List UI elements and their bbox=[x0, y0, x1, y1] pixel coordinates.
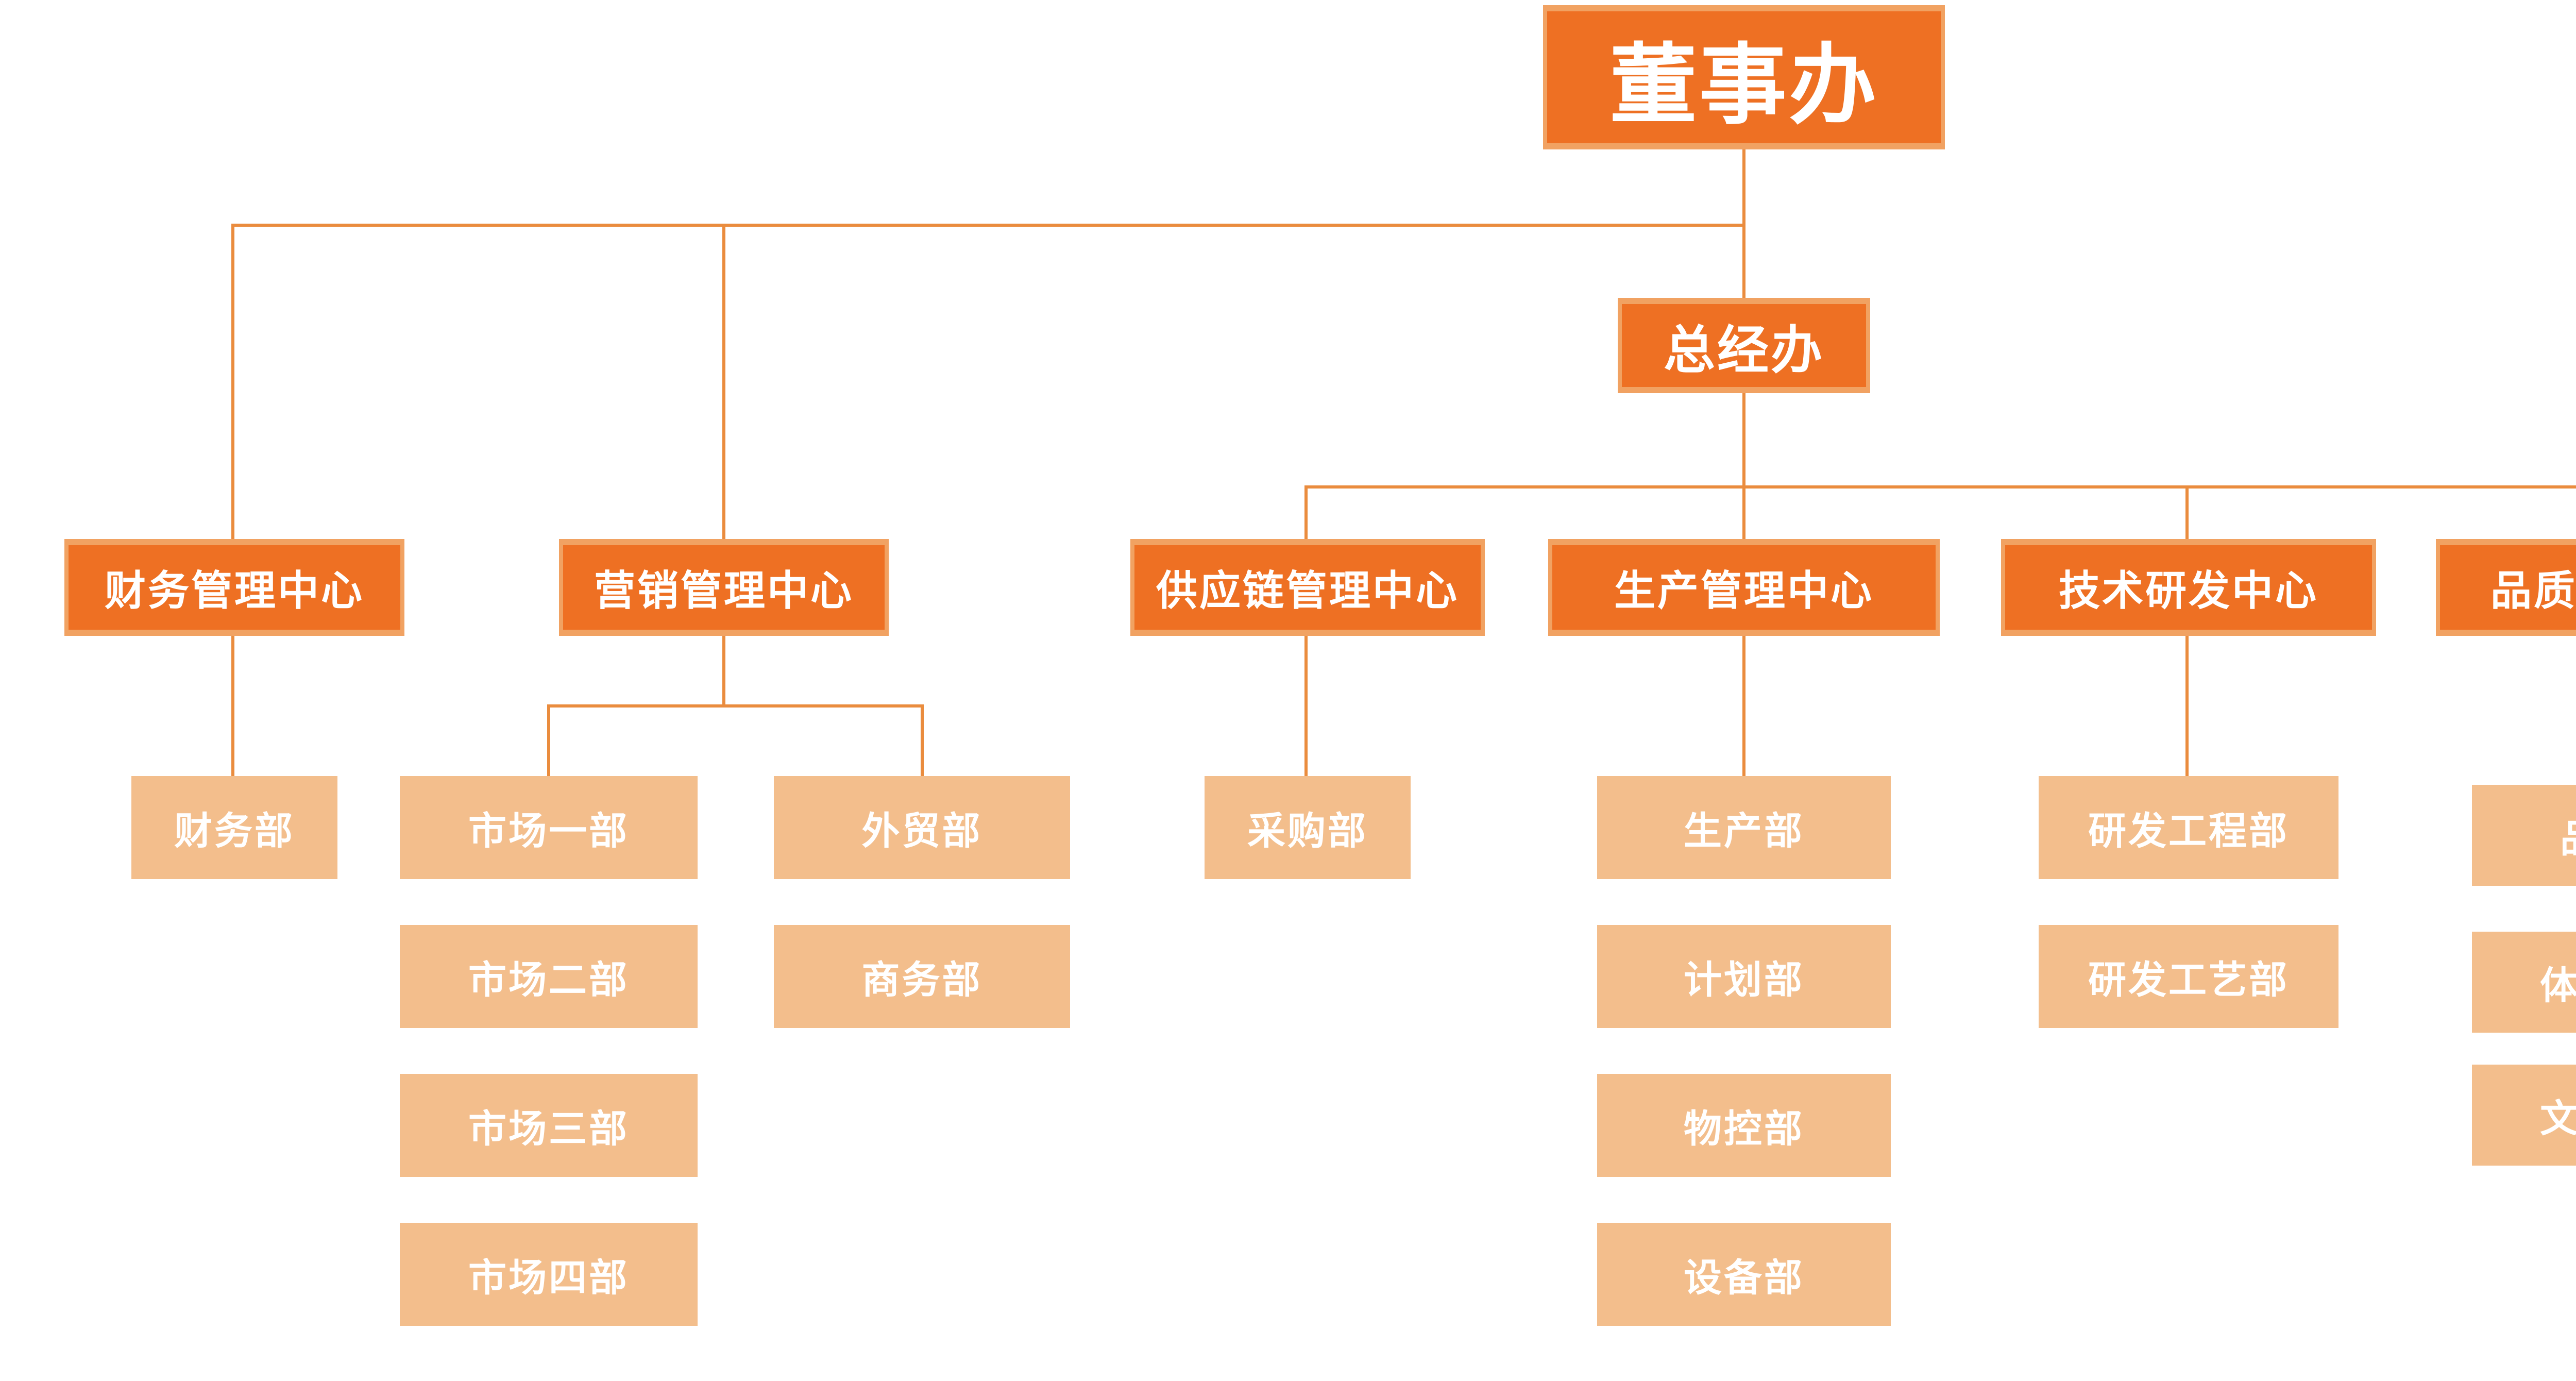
node-board-office: 董事办 bbox=[1543, 5, 1945, 149]
node-label: 物控部 bbox=[1684, 1107, 1804, 1150]
connector-line bbox=[231, 224, 234, 539]
node-label: 财务部 bbox=[174, 809, 295, 852]
connector-line bbox=[233, 224, 1745, 227]
node-label: 生产管理中心 bbox=[1614, 568, 1874, 614]
node-label: 外贸部 bbox=[861, 809, 982, 852]
node-label: 研发工程部 bbox=[2088, 809, 2289, 852]
node-label: 营销管理中心 bbox=[594, 568, 854, 614]
node-label: 市场四部 bbox=[468, 1256, 629, 1299]
node-dept-system-management: 体系管理 bbox=[2472, 932, 2576, 1033]
node-label: 财务管理中心 bbox=[105, 568, 364, 614]
node-label: 技术研发中心 bbox=[2059, 568, 2318, 614]
node-dept-document-control: 文控中心 bbox=[2472, 1065, 2576, 1166]
node-center-production: 生产管理中心 bbox=[1548, 539, 1940, 636]
node-center-quality: 品质管理中心 bbox=[2436, 539, 2576, 636]
node-center-rnd: 技术研发中心 bbox=[2001, 539, 2376, 636]
node-label: 计划部 bbox=[1684, 958, 1804, 1001]
node-label: 总经办 bbox=[1664, 322, 1824, 379]
node-dept-market-2: 市场二部 bbox=[400, 925, 698, 1028]
node-label: 品质管理中心 bbox=[2490, 568, 2576, 614]
node-label: 文控中心 bbox=[2540, 1097, 2576, 1140]
node-dept-business: 商务部 bbox=[774, 925, 1070, 1028]
node-dept-foreign-trade: 外贸部 bbox=[774, 776, 1070, 879]
node-label: 生产部 bbox=[1684, 809, 1804, 852]
node-label: 市场二部 bbox=[468, 958, 629, 1001]
connector-line bbox=[547, 704, 550, 776]
node-dept-equipment: 设备部 bbox=[1597, 1223, 1891, 1326]
node-label: 供应链管理中心 bbox=[1156, 568, 1459, 614]
node-center-marketing: 营销管理中心 bbox=[559, 539, 889, 636]
node-dept-finance: 财务部 bbox=[131, 776, 337, 879]
node-label: 体系管理 bbox=[2540, 964, 2576, 1007]
connector-line bbox=[1742, 148, 1745, 298]
connector-line bbox=[231, 636, 234, 776]
node-label: 采购部 bbox=[1247, 809, 1368, 852]
connector-line bbox=[1304, 636, 1308, 776]
node-center-finance: 财务管理中心 bbox=[64, 539, 404, 636]
node-dept-planning: 计划部 bbox=[1597, 925, 1891, 1028]
connector-line bbox=[1742, 636, 1745, 776]
connector-line bbox=[722, 224, 725, 539]
node-dept-market-1: 市场一部 bbox=[400, 776, 698, 879]
node-dept-production: 生产部 bbox=[1597, 776, 1891, 879]
node-gm-office: 总经办 bbox=[1618, 298, 1870, 393]
node-label: 市场一部 bbox=[468, 809, 629, 852]
node-dept-market-4: 市场四部 bbox=[400, 1223, 698, 1326]
node-dept-market-3: 市场三部 bbox=[400, 1074, 698, 1177]
node-center-supply-chain: 供应链管理中心 bbox=[1130, 539, 1485, 636]
node-dept-rnd-process: 研发工艺部 bbox=[2039, 925, 2338, 1028]
connector-line bbox=[1742, 393, 1745, 539]
node-dept-purchasing: 采购部 bbox=[1205, 776, 1411, 879]
connector-line bbox=[1304, 485, 1308, 539]
connector-line bbox=[2185, 636, 2189, 776]
node-label: 品质部 bbox=[2560, 808, 2576, 863]
connector-line bbox=[1306, 485, 2576, 489]
connector-line bbox=[2185, 485, 2189, 539]
node-dept-rnd-engineering: 研发工程部 bbox=[2039, 776, 2338, 879]
node-label: 研发工艺部 bbox=[2088, 958, 2289, 1001]
connector-line bbox=[547, 704, 924, 708]
node-label: 商务部 bbox=[861, 958, 982, 1001]
node-label: 董事办 bbox=[1609, 37, 1878, 134]
node-label: 市场三部 bbox=[468, 1107, 629, 1150]
node-dept-material-control: 物控部 bbox=[1597, 1074, 1891, 1177]
node-label: 设备部 bbox=[1684, 1256, 1804, 1299]
connector-line bbox=[722, 636, 725, 704]
node-dept-quality: 品质部 bbox=[2472, 785, 2576, 886]
connector-line bbox=[921, 704, 924, 776]
